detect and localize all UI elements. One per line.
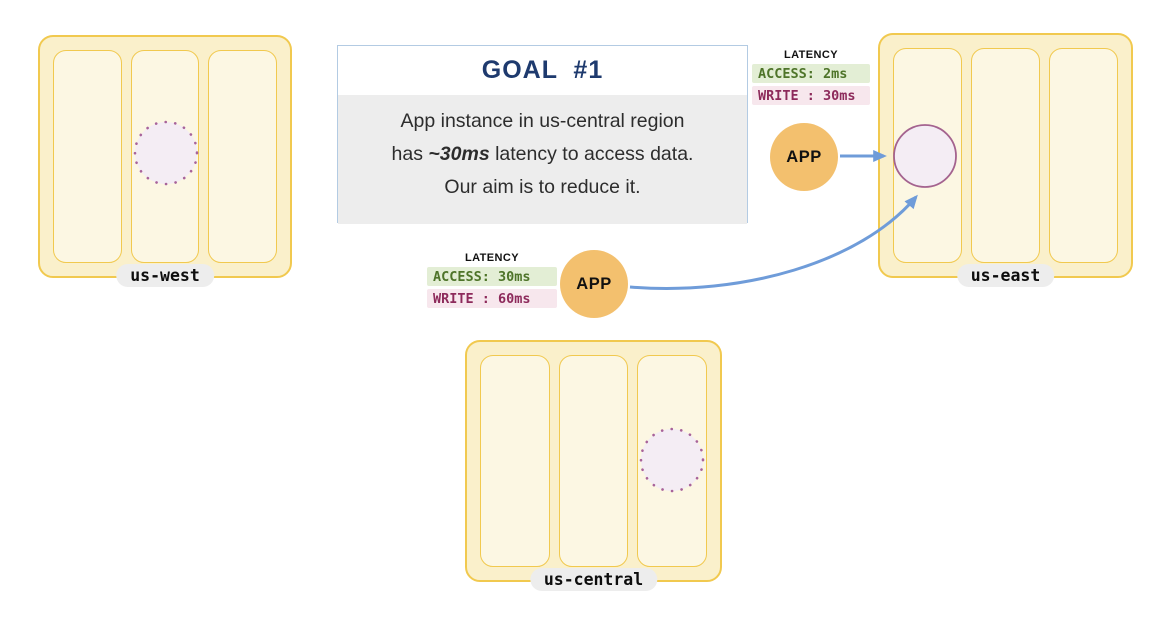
goal-latency-emphasis: ~30ms [428,143,490,165]
region-us-central: us-central [465,340,722,591]
zones-us-east [880,35,1131,276]
latency-title: LATENCY [465,252,519,264]
availability-zone [893,48,962,263]
region-label-us-east: us-east [956,264,1055,287]
goal-body-line1: App instance in us-central region [400,110,685,132]
goal-header: GOAL #1 [338,46,747,95]
availability-zone [1049,48,1118,263]
availability-zone [208,50,278,263]
latency-panel-us-central: LATENCY ACCESS: 30ms WRITE : 60ms [427,252,557,308]
goal-body-line2: has ~30ms latency to access data. [391,143,694,165]
latency-panel-us-east: LATENCY ACCESS: 2ms WRITE : 30ms [752,49,870,105]
availability-zone [480,355,550,567]
app-instance-us-east: APP [770,123,838,191]
region-label-us-central: us-central [529,568,658,591]
write-latency-badge: WRITE : 30ms [752,86,870,105]
access-latency-badge: ACCESS: 30ms [427,267,557,286]
availability-zone [637,355,708,567]
availability-zone [558,355,629,567]
region-us-east: us-east [878,33,1133,287]
app-label: APP [576,274,612,293]
zones-us-central [467,342,720,580]
access-latency-badge: ACCESS: 2ms [752,64,870,83]
goal-title: GOAL #1 [481,56,604,84]
availability-zone [971,48,1040,263]
zones-us-west [40,37,290,276]
latency-title: LATENCY [784,49,838,61]
app-instance-us-central: APP [560,250,628,318]
app-label: APP [786,147,822,166]
goal-card: GOAL #1 App instance in us-central regio… [337,45,748,224]
region-us-west: us-west [38,35,292,287]
write-latency-badge: WRITE : 60ms [427,289,557,308]
goal-body-line3: Our aim is to reduce it. [444,176,641,198]
availability-zone [53,50,122,263]
availability-zone [130,50,200,263]
goal-body: App instance in us-central region has ~3… [338,95,747,224]
region-label-us-west: us-west [116,264,214,287]
